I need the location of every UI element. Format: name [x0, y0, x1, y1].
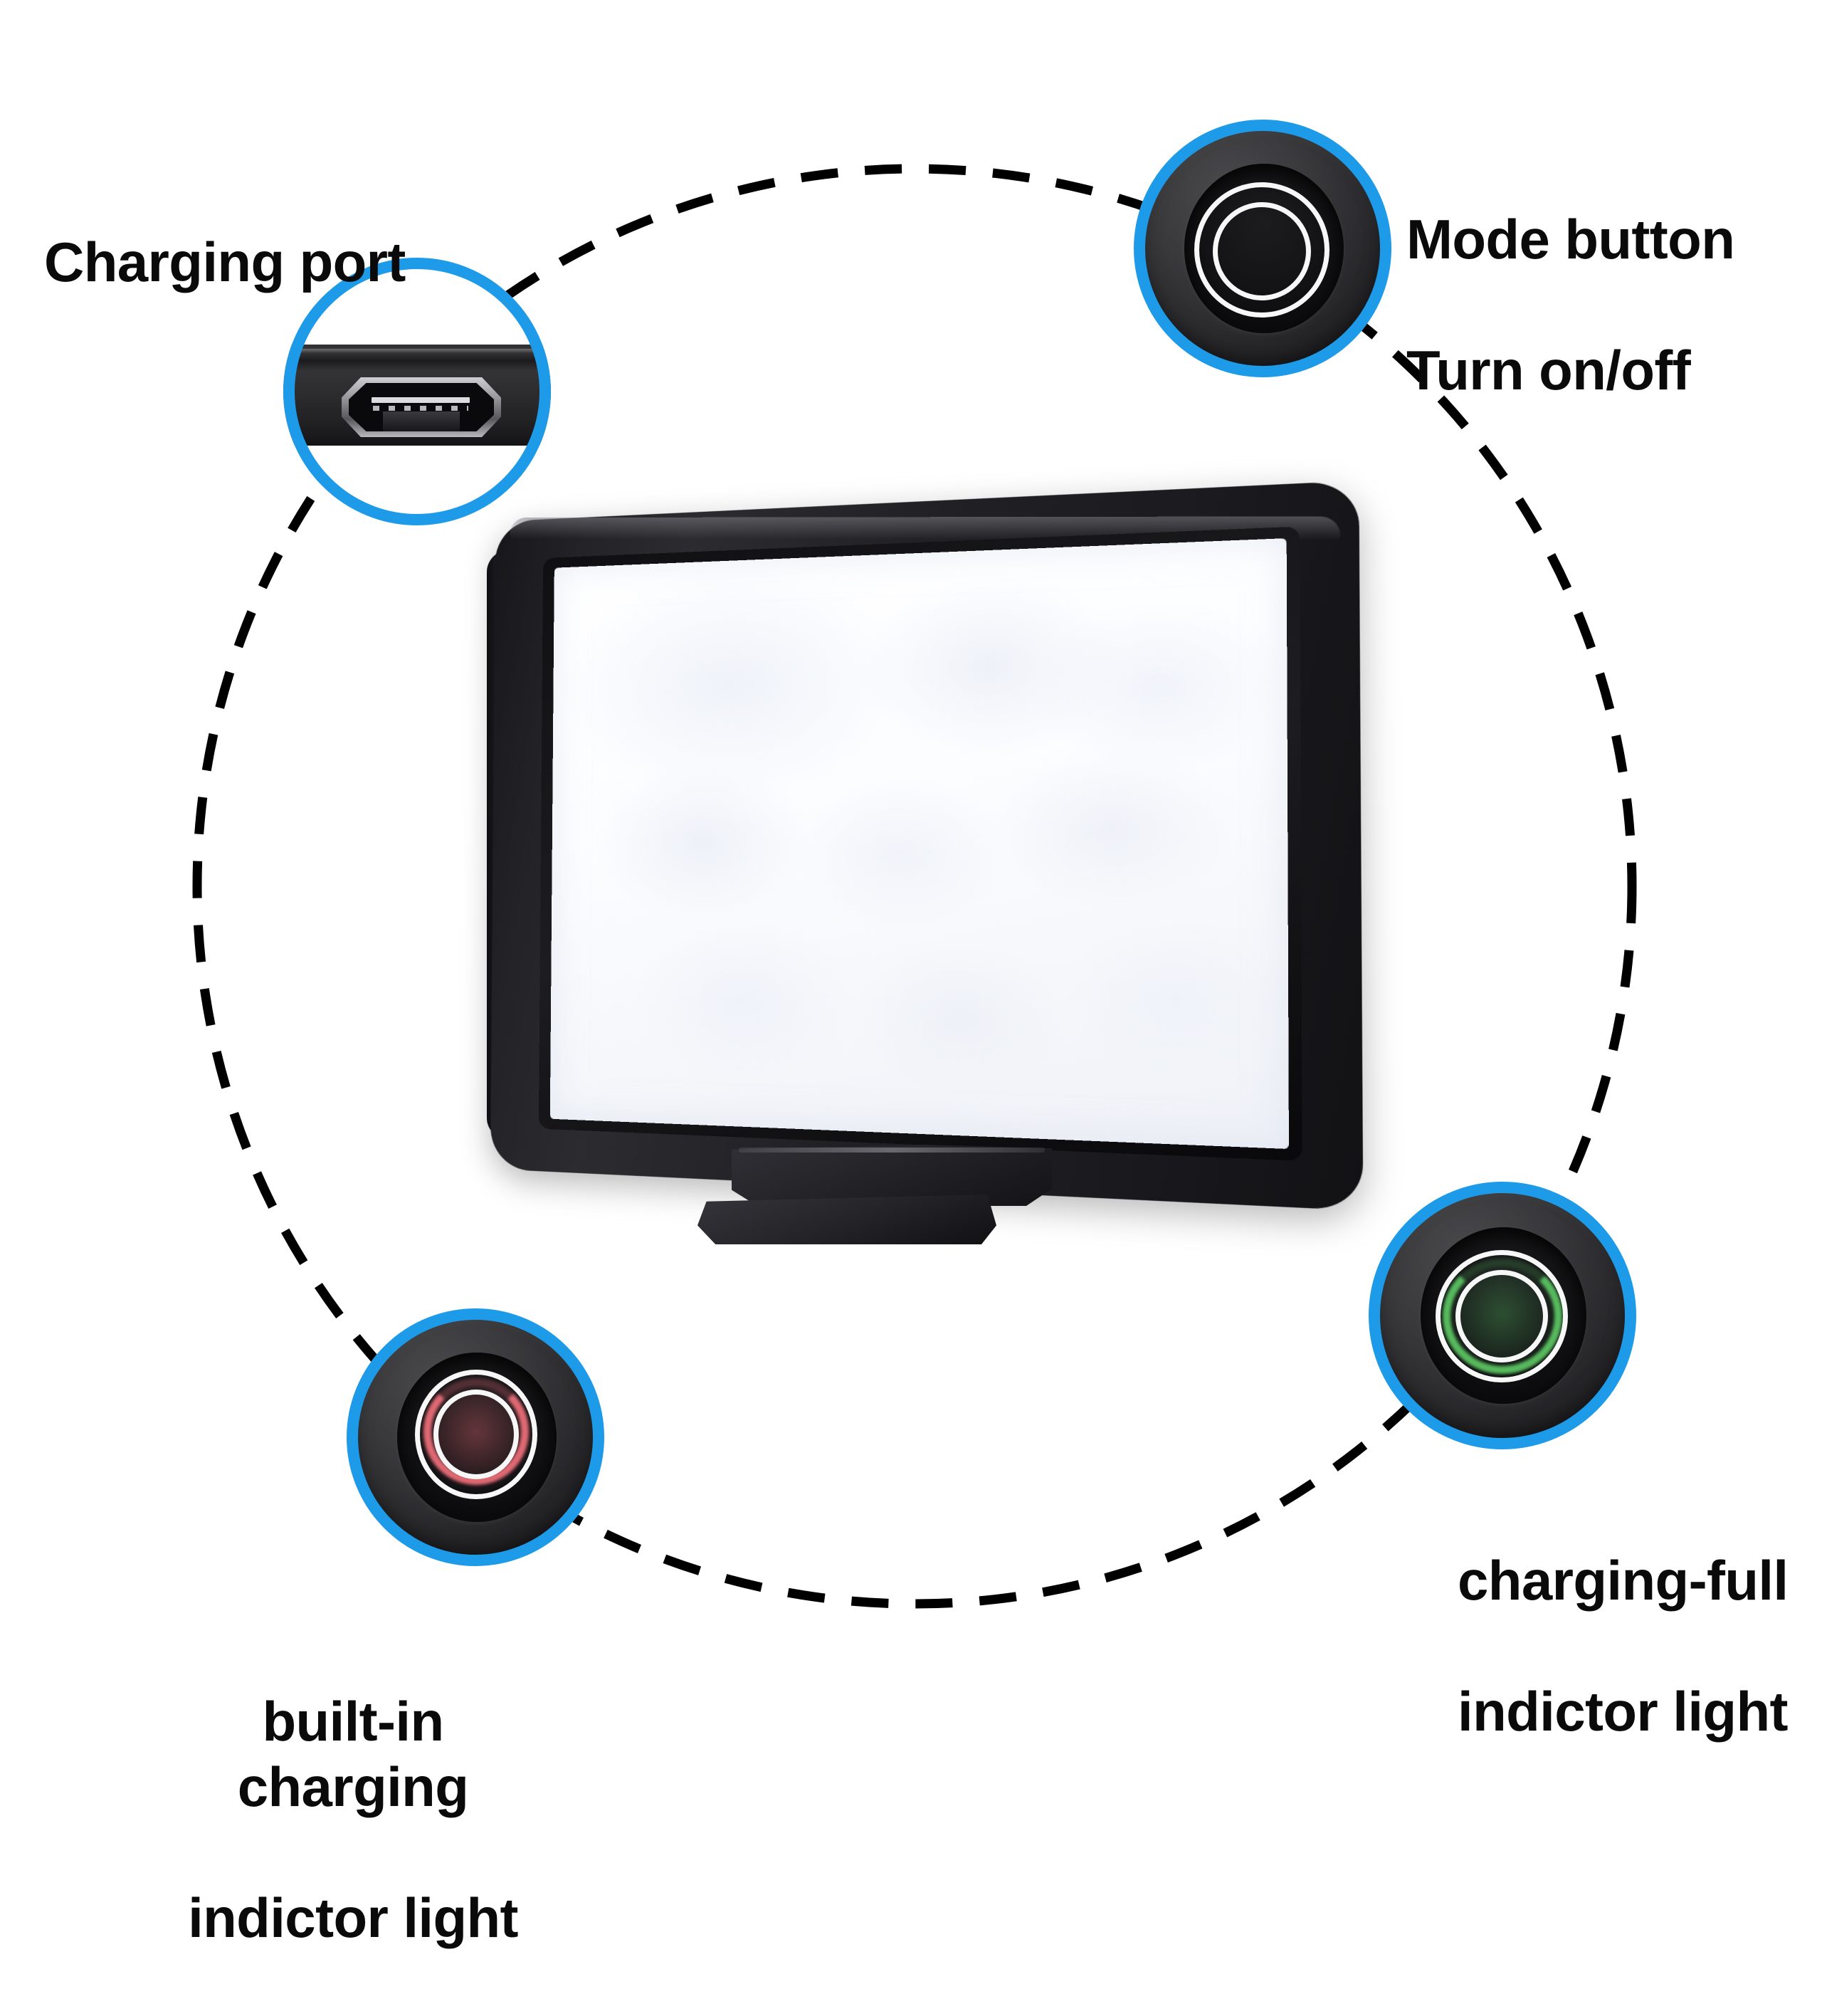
- micro-usb-pins: [373, 406, 468, 411]
- callout-mode-button-bubble[interactable]: [1134, 120, 1391, 377]
- led-diffuser-panel: [549, 538, 1289, 1150]
- cold-shoe-foot: [697, 1195, 996, 1244]
- mode-button-inner-ring: [1213, 202, 1311, 300]
- mode-button-inner-ring: [1455, 1270, 1548, 1363]
- callout-charging-port-bubble[interactable]: [283, 258, 551, 525]
- label-builtin-line1: built-in charging: [237, 1690, 469, 1819]
- mode-button-outer-ring: [1436, 1250, 1568, 1382]
- callout-charging-indicator-bubble[interactable]: [347, 1308, 604, 1566]
- device-edge-highlight: [283, 349, 551, 353]
- label-mode-button-line1: Mode button: [1406, 208, 1735, 271]
- label-builtin-charging-indicator: built-in charging indictor light: [168, 1623, 538, 2016]
- label-charging-full-line2: indictor light: [1458, 1680, 1788, 1743]
- micro-usb-tongue: [383, 411, 460, 431]
- mode-button-outer-ring: [415, 1370, 537, 1499]
- micro-usb-contact-bar: [372, 397, 470, 403]
- label-builtin-line2: indictor light: [188, 1886, 518, 1950]
- cold-shoe-plate: [732, 1145, 1052, 1206]
- cold-shoe-highlight: [739, 1148, 1045, 1153]
- label-mode-button-line2: Turn on/off: [1406, 339, 1691, 402]
- label-charging-full-line1: charging-full: [1458, 1549, 1789, 1612]
- callout-charging-full-bubble[interactable]: [1369, 1182, 1636, 1449]
- mode-button-inner-ring: [433, 1390, 519, 1479]
- infographic-canvas: Charging port Mode button Turn on/off bu…: [44, 120, 1789, 1950]
- label-charging-port: Charging port: [44, 231, 406, 293]
- led-light-panel-product: [470, 481, 1395, 1395]
- mode-button-outer-ring: [1194, 182, 1329, 317]
- label-charging-full-indicator: charging-full indictor light: [1458, 1482, 1789, 1810]
- label-mode-button: Mode button Turn on/off: [1406, 141, 1735, 468]
